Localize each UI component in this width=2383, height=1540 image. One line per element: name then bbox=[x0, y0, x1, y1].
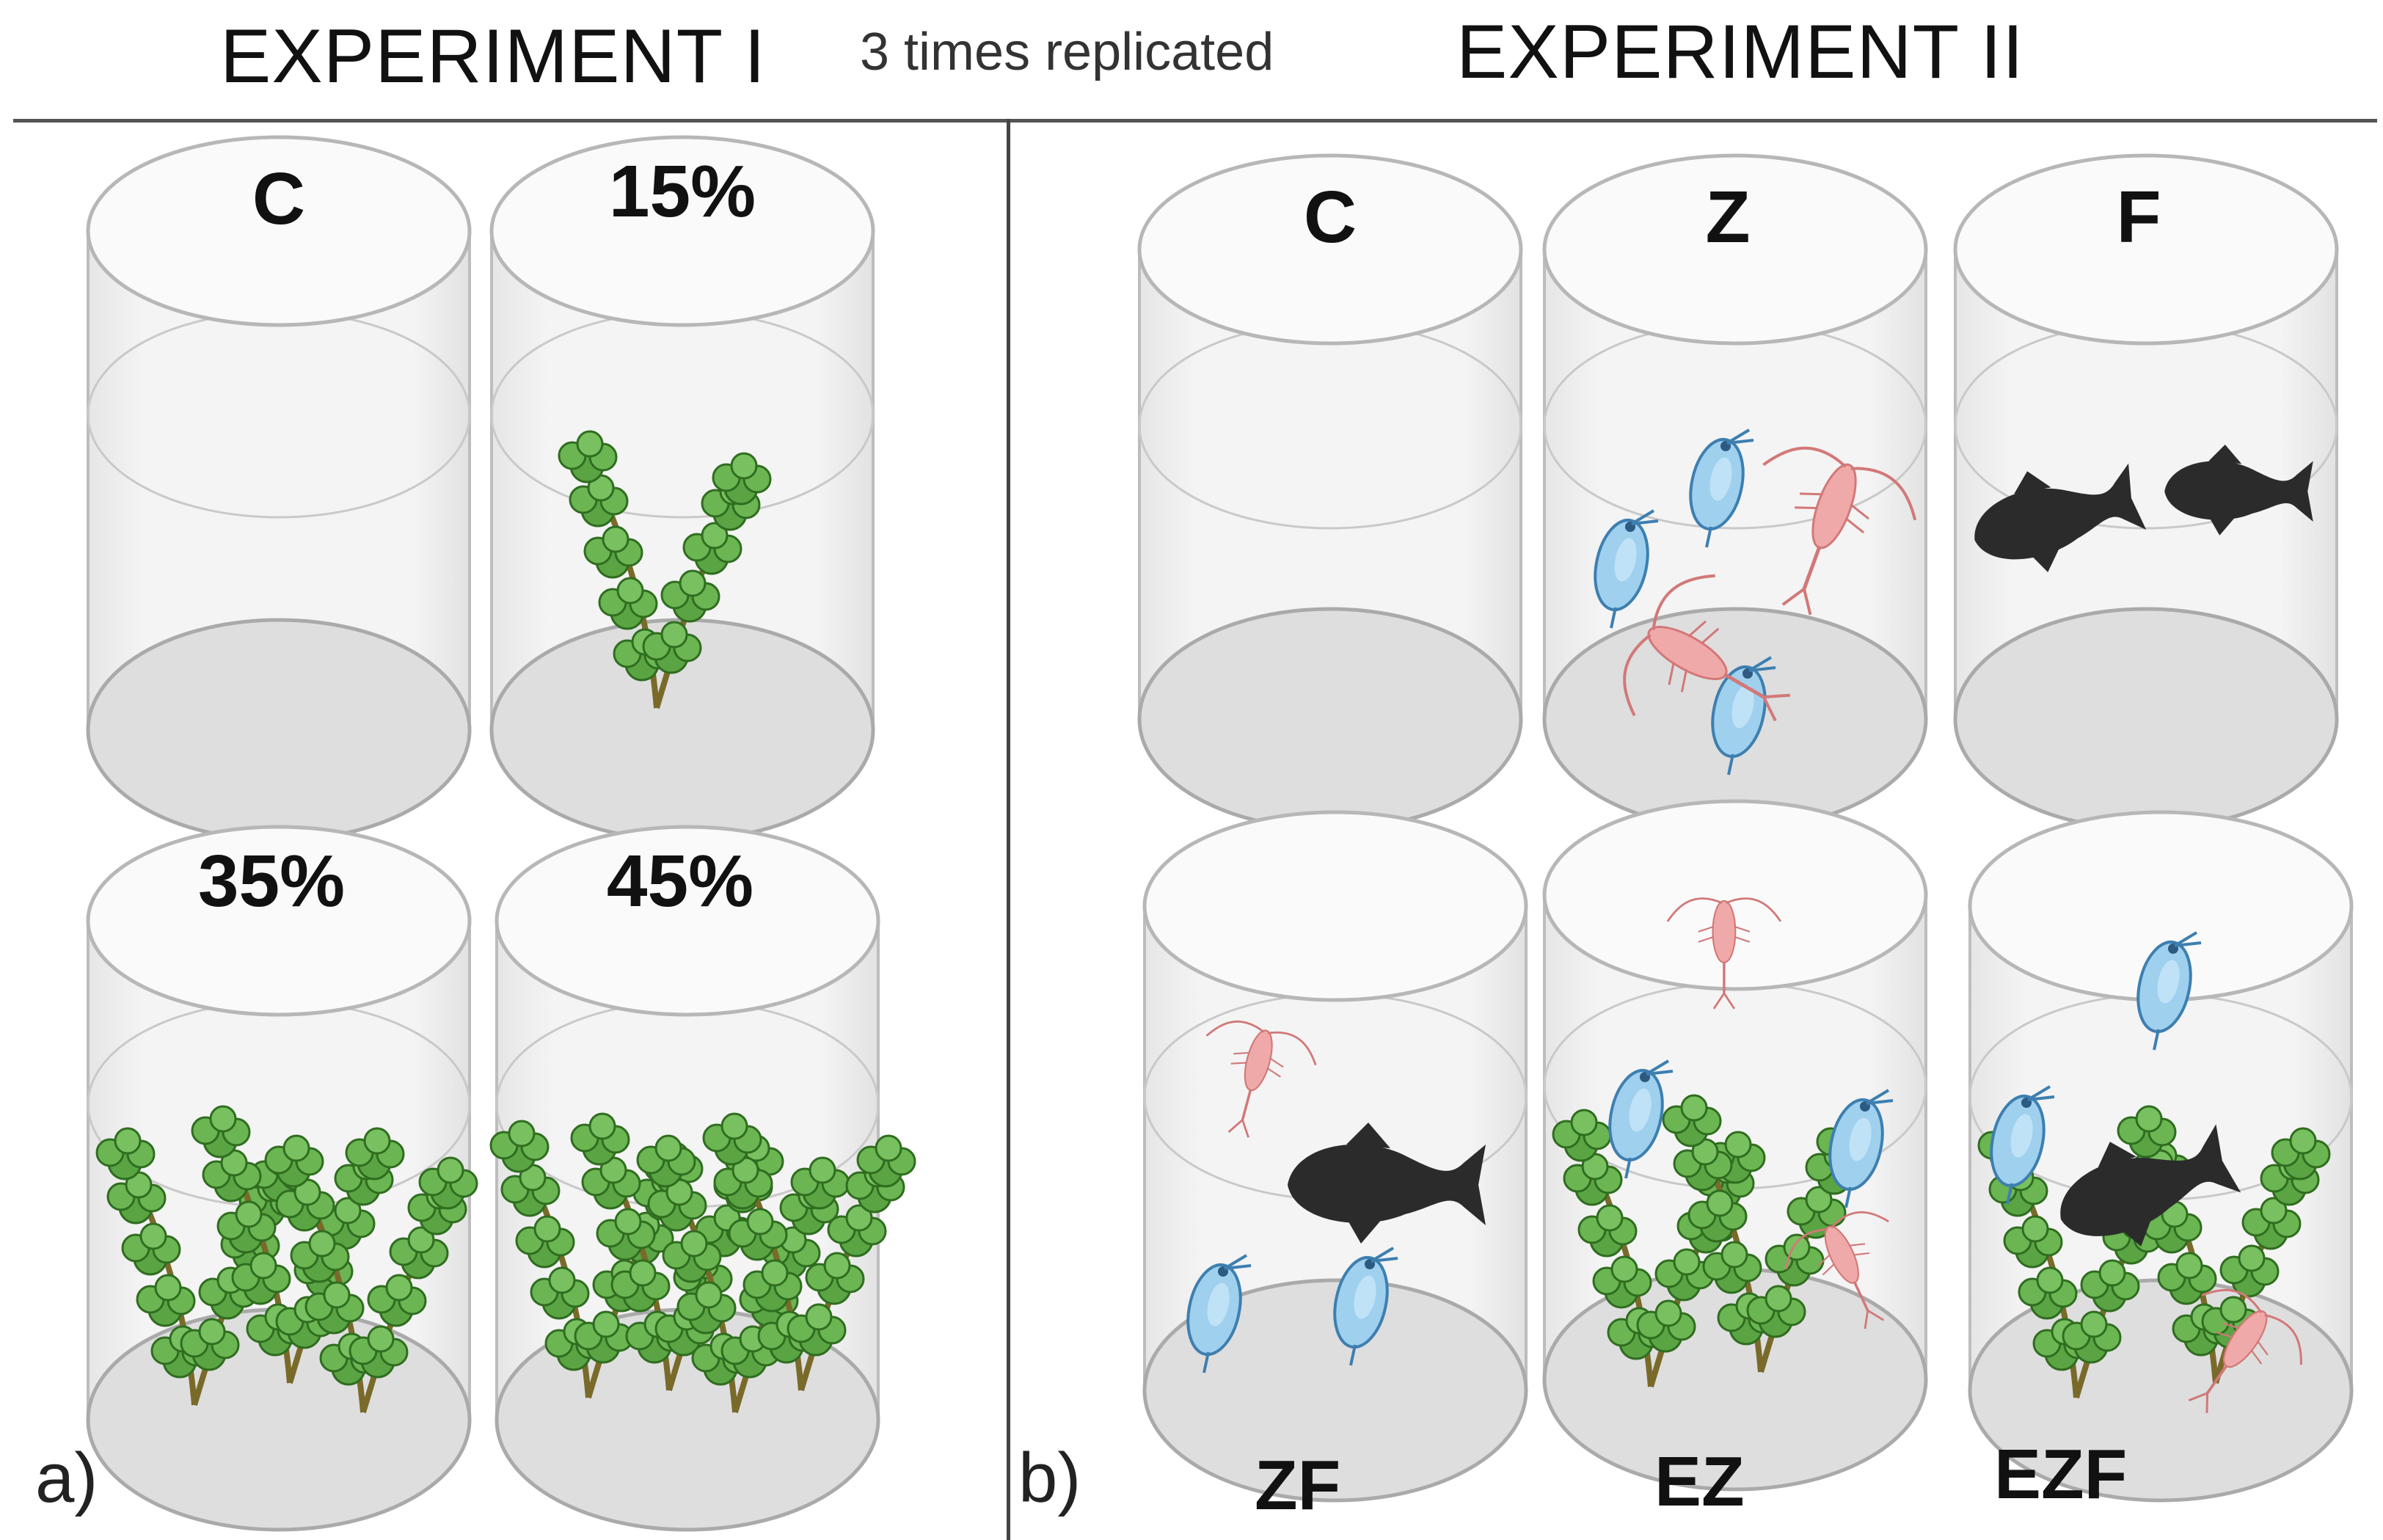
jar-label-zf: ZF bbox=[1255, 1446, 1341, 1525]
jar-control-exp2: C bbox=[1137, 153, 1523, 831]
jar-label: 35% bbox=[198, 840, 345, 922]
panel-divider bbox=[1007, 119, 1010, 1540]
jar-label-ezf: EZF bbox=[1994, 1435, 2128, 1514]
jar-label: Z bbox=[1705, 176, 1750, 258]
jar-45-percent: 45% bbox=[493, 825, 882, 1532]
jar-control-exp1: C bbox=[86, 135, 472, 842]
jar-zooplankton: Z bbox=[1542, 153, 1930, 831]
jar-15-percent: 15% bbox=[489, 135, 875, 842]
jar-label: C bbox=[252, 158, 305, 240]
jar-elodea-zooplankton bbox=[1542, 799, 1928, 1492]
jar-label-ez: EZ bbox=[1654, 1442, 1745, 1521]
jar-label: C bbox=[1304, 176, 1357, 258]
jar-35-percent: 35% bbox=[86, 825, 473, 1532]
replication-note: 3 times replicated bbox=[860, 23, 1274, 81]
header-divider bbox=[13, 119, 2377, 123]
jar-label: 15% bbox=[609, 150, 756, 233]
experiment-1-title: EXPERIMENT I bbox=[220, 14, 767, 99]
panel-letter-b: b) bbox=[1018, 1439, 1081, 1517]
panel-letter-a: a) bbox=[35, 1439, 98, 1517]
jar-fish: F bbox=[1953, 153, 2339, 831]
jar-label: 45% bbox=[607, 840, 753, 922]
jar-zooplankton-fish bbox=[1142, 810, 1528, 1503]
experiment-2-title: EXPERIMENT II bbox=[1456, 10, 2024, 95]
jar-elodea-zooplankton-fish bbox=[1968, 810, 2354, 1503]
jar-label: F bbox=[2116, 176, 2161, 258]
